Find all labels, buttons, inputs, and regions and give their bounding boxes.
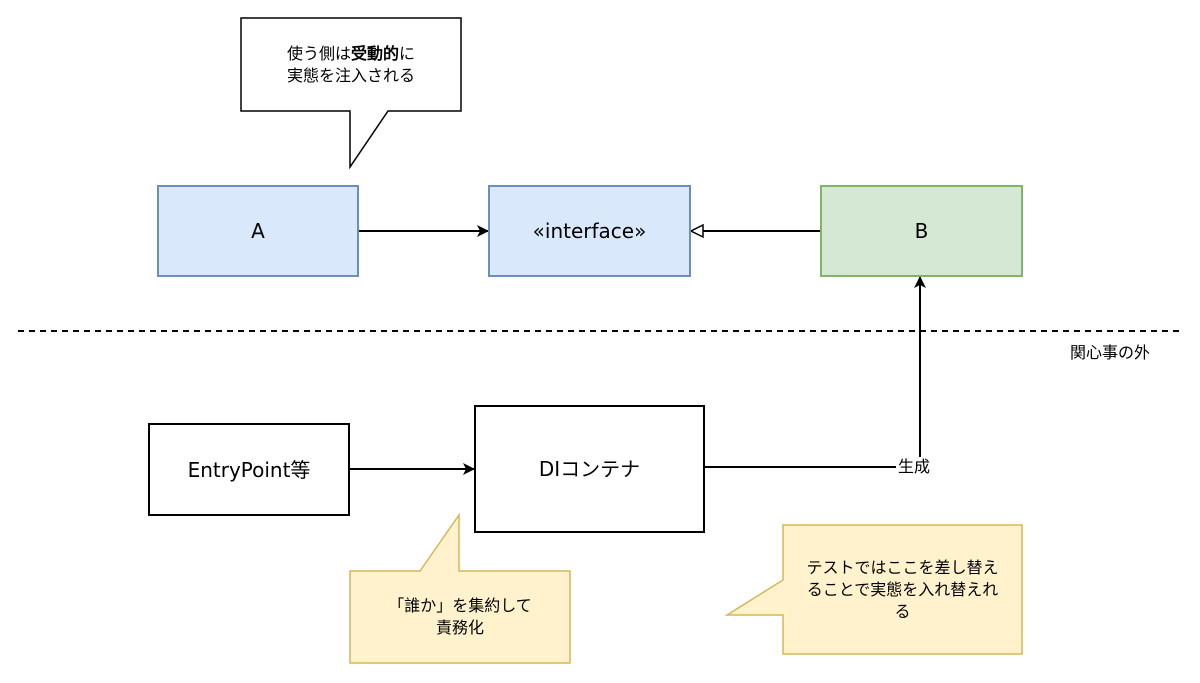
callout-test: テストではここを差し替え ることで実態を入れ替えれ る (783, 525, 1022, 654)
node-b[interactable]: B (820, 185, 1023, 277)
edge-di-to-b (705, 276, 926, 468)
callout-top-shape (240, 17, 462, 170)
edge-label-create: 生成 (896, 457, 933, 477)
node-b-label: B (914, 219, 929, 243)
callout-top: 使う側は受動的に 実態を注入される (241, 18, 461, 111)
node-entrypoint-label: EntryPoint等 (187, 457, 311, 482)
node-interface-label: «interface» (532, 219, 647, 243)
callout-top-text-pre: 使う側は (286, 43, 351, 63)
node-a-label: A (251, 219, 265, 243)
callout-gather-shape (349, 512, 571, 664)
callout-test-text: テストではここを差し替え ることで実態を入れ替えれ る (806, 557, 999, 621)
node-interface[interactable]: «interface» (488, 185, 691, 277)
callout-gather: 「誰か」を集約して 責務化 (350, 571, 570, 663)
callout-top-text-bold: 受動的 (350, 43, 399, 63)
callout-test-shape (724, 524, 1023, 655)
node-di-label: DIコンテナ (538, 457, 641, 481)
boundary-label: 関心事の外 (1070, 343, 1151, 362)
callout-gather-text: 「誰か」を集約して 責務化 (388, 596, 532, 637)
node-di-container[interactable]: DIコンテナ (474, 405, 705, 533)
callout-top-text-post: に 実態を注入される (286, 43, 416, 85)
node-entrypoint[interactable]: EntryPoint等 (148, 423, 350, 516)
node-a[interactable]: A (157, 185, 359, 277)
